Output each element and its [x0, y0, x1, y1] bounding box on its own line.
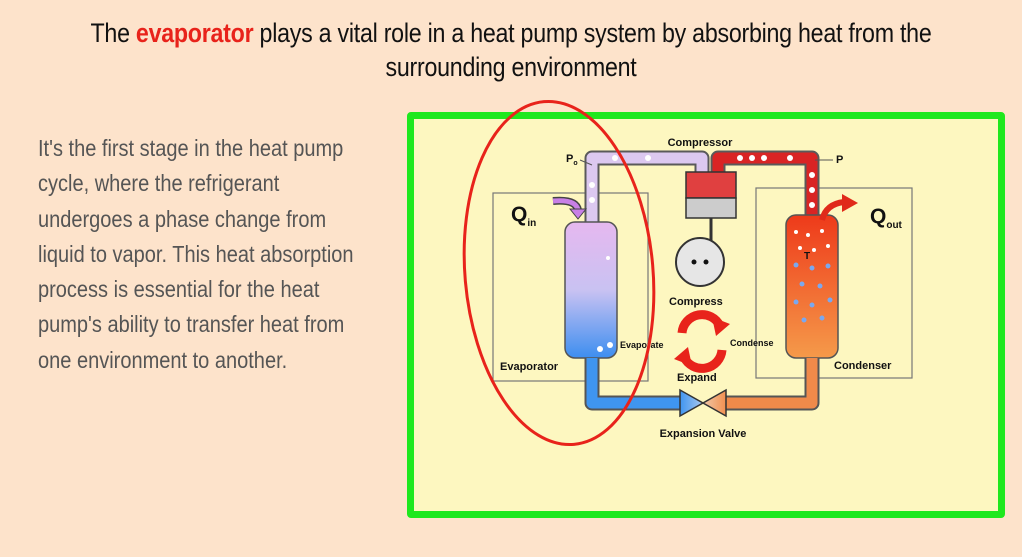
- q-in-label: Qin: [511, 203, 536, 229]
- compressor-label: Compressor: [668, 137, 734, 149]
- slide-title: The evaporator plays a vital role in a h…: [72, 16, 951, 84]
- liquid-line-blue: [584, 358, 688, 411]
- heat-out-arrow: [819, 194, 858, 221]
- condenser-label: Condenser: [834, 360, 892, 372]
- title-highlight: evaporator: [135, 18, 254, 48]
- expand-label: Expand: [677, 372, 717, 384]
- t-label: T: [804, 251, 810, 262]
- evaporate-label: Evaporate: [620, 340, 664, 350]
- q-out-label: Qout: [870, 205, 903, 231]
- p-o-pointer: [579, 159, 593, 166]
- heat-in-arrow: [552, 196, 588, 220]
- evaporator-enclosure: [492, 192, 649, 382]
- suction-line: [584, 150, 710, 222]
- title-prefix: The: [90, 18, 136, 48]
- evaporator-label: Evaporator: [500, 361, 559, 373]
- condenser-enclosure: [755, 187, 913, 379]
- p-o-label: Po: [566, 153, 578, 167]
- title-suffix: plays a vital role in a heat pump system…: [253, 18, 932, 82]
- cycle-icon: [674, 310, 730, 373]
- condense-label: Condense: [730, 338, 774, 348]
- compress-label: Compress: [669, 296, 723, 308]
- evaporator-tank: [564, 221, 618, 359]
- p-label: P: [836, 154, 843, 166]
- evaporator-highlight-ellipse: [462, 99, 656, 447]
- condenser-tank: [785, 214, 839, 359]
- expansion-valve: [679, 388, 727, 418]
- compressor: [675, 171, 737, 287]
- discharge-line: [710, 150, 820, 215]
- body-paragraph: It's the first stage in the heat pump cy…: [38, 135, 354, 373]
- expansion-valve-label: Expansion Valve: [660, 428, 747, 440]
- liquid-line-orange: [718, 358, 820, 411]
